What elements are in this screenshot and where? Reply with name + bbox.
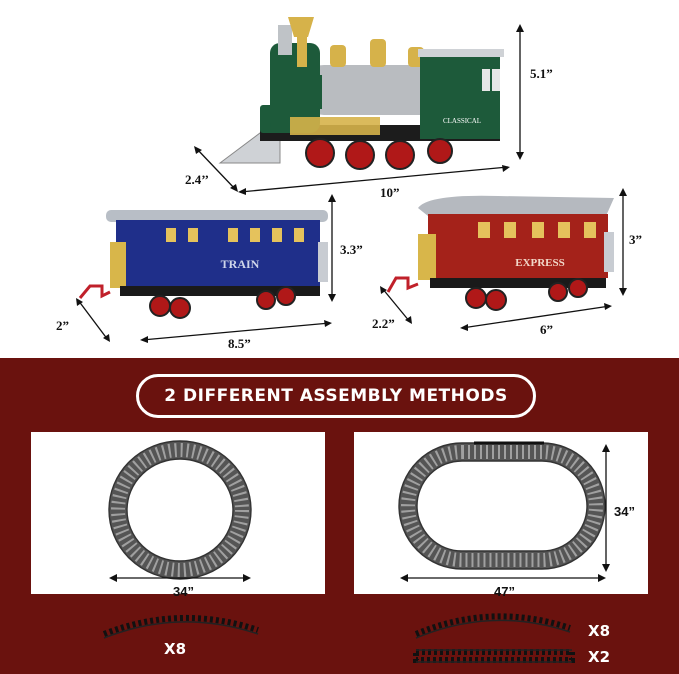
oval-layout-panel: 47” 34” [354, 432, 648, 599]
car-height-label: 3” [629, 232, 642, 247]
oval-track-diagram [398, 441, 610, 582]
coach-illustration: TRAIN [78, 210, 328, 319]
loco-dimension-lines [76, 24, 627, 343]
loco-length-label: 10” [380, 185, 400, 200]
circle-width-label: 34” [173, 584, 194, 599]
coach-length-label: 8.5” [228, 336, 251, 351]
coach-depth-label: 2” [56, 318, 69, 333]
train-dimensions-section: CLASSICAL [56, 17, 642, 351]
oval-height-label: 34” [614, 504, 635, 519]
assembly-methods-banner: 2 DIFFERENT ASSEMBLY METHODS [136, 374, 536, 418]
circle-track-diagram [108, 440, 252, 582]
circle-piece-count: X8 [164, 640, 187, 658]
loco-nameplate: CLASSICAL [443, 117, 481, 125]
coach-sign: TRAIN [221, 257, 260, 271]
loco-height-label: 5.1” [530, 66, 553, 81]
straight-track-piece [413, 649, 575, 663]
oval-curved-count: X8 [588, 622, 611, 640]
curved-track-piece-left [102, 614, 259, 639]
banner-title: 2 DIFFERENT ASSEMBLY METHODS [164, 386, 508, 406]
car-length-label: 6” [540, 322, 553, 337]
curved-track-piece-right [414, 613, 571, 639]
car-sign: EXPRESS [515, 257, 565, 269]
locomotive-illustration: CLASSICAL [218, 17, 504, 170]
oval-width-label: 47” [494, 584, 515, 599]
loco-depth-label: 2.4’’ [185, 172, 209, 187]
oval-straight-count: X2 [588, 648, 611, 666]
coach-height-label: 3.3” [340, 242, 363, 257]
circle-layout-panel: 34” [31, 432, 325, 599]
car-depth-label: 2.2” [372, 316, 395, 331]
passenger-car-illustration: EXPRESS [386, 195, 614, 311]
